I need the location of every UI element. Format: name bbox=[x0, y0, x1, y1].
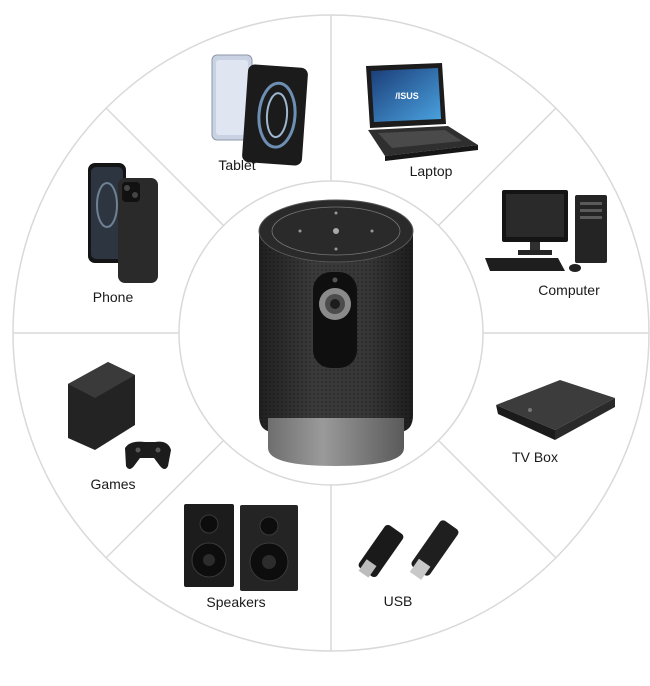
label-tv-box: TV Box bbox=[512, 449, 558, 465]
usb-drive-icon bbox=[358, 520, 459, 580]
portable-projector-icon bbox=[258, 199, 414, 466]
tv-box-icon bbox=[496, 380, 615, 440]
spoke-top-right bbox=[437, 107, 557, 227]
label-tablet: Tablet bbox=[218, 157, 256, 173]
game-console-icon bbox=[68, 362, 171, 469]
svg-text:/ISUS: /ISUS bbox=[395, 91, 419, 101]
label-speakers: Speakers bbox=[206, 594, 266, 610]
desktop-computer-icon bbox=[485, 190, 607, 272]
laptop-icon: /ISUS bbox=[366, 63, 478, 161]
label-computer: Computer bbox=[538, 282, 600, 298]
spoke-bottom-left bbox=[105, 439, 225, 559]
label-games: Games bbox=[90, 476, 136, 492]
spoke-bottom-right bbox=[437, 439, 557, 559]
tablet-icon bbox=[211, 54, 308, 166]
speakers-icon bbox=[184, 504, 298, 591]
spoke-top-left bbox=[105, 107, 225, 227]
smartphone-icon bbox=[88, 163, 158, 283]
ring bbox=[12, 14, 650, 652]
label-phone: Phone bbox=[92, 289, 134, 305]
label-laptop: Laptop bbox=[409, 163, 453, 179]
label-usb: USB bbox=[383, 593, 413, 609]
